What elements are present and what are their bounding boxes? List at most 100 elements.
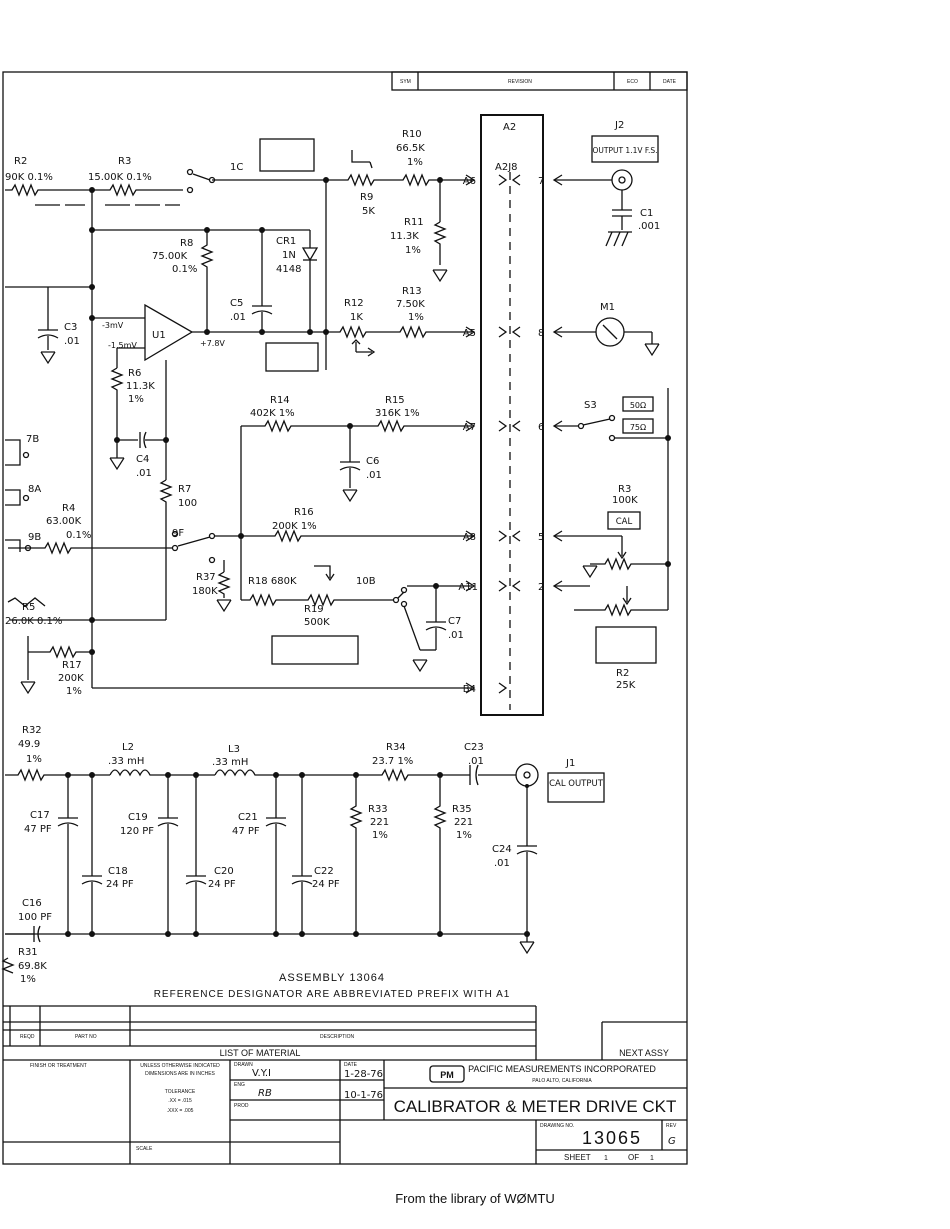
- s7b-label: 7B: [26, 434, 39, 445]
- r8-value: 75.00K: [152, 251, 188, 262]
- tb-reqd: REQD: [20, 1034, 35, 1040]
- s8a-label: 8A: [28, 484, 41, 495]
- tb-tol-xx: .XX = .015: [168, 1098, 192, 1104]
- tb-drawing-no: 13065: [582, 1128, 642, 1148]
- s3-75-box: [622, 418, 654, 434]
- rev-eco-label: ECO: [627, 79, 638, 85]
- r37-label: R37: [196, 572, 216, 583]
- tb-sheet-label: SHEET: [564, 1153, 591, 1162]
- r8-tol: 0.1%: [172, 264, 197, 275]
- r2-pot-value: 25K: [616, 680, 636, 691]
- r12-value: 1K: [350, 312, 363, 323]
- l2-label: L2: [122, 742, 134, 753]
- c19-label: C19: [128, 812, 148, 823]
- c17-value: 47 PF: [24, 824, 52, 835]
- pin-6: 6: [538, 422, 544, 433]
- s3-50-text: 50Ω: [630, 401, 646, 410]
- c23-value: .01: [468, 756, 484, 767]
- c22-value: 24 PF: [312, 879, 340, 890]
- r32-value: 49.9: [18, 739, 40, 750]
- l3-label: L3: [228, 744, 240, 755]
- s1c-label: 1C: [230, 162, 243, 173]
- r2-pot-label: R2: [616, 668, 629, 679]
- r15-value: 316K 1%: [375, 408, 420, 419]
- j1-cal-output-box: [547, 772, 605, 803]
- r17-label: R17: [62, 660, 82, 671]
- r9-value: 5K: [362, 206, 375, 217]
- c6-value: .01: [366, 470, 382, 481]
- c18-value: 24 PF: [106, 879, 134, 890]
- cal-output-box: [259, 138, 315, 172]
- pin-a6: A6: [463, 176, 476, 187]
- s9f-label: 9F: [172, 528, 184, 539]
- s9b-label: 9B: [28, 532, 41, 543]
- j2-label: J2: [614, 120, 624, 131]
- r35-tol: 1%: [456, 830, 472, 841]
- company-logo: PM: [440, 1070, 454, 1080]
- r2-value: 90K 0.1%: [5, 172, 53, 183]
- r9-label: R9: [360, 192, 373, 203]
- pin-8: 8: [538, 328, 544, 339]
- c21-value: 47 PF: [232, 826, 260, 837]
- r14-label: R14: [270, 395, 290, 406]
- r35-value: 221: [454, 817, 473, 828]
- r33-label: R33: [368, 804, 388, 815]
- pin-a8: A8: [463, 532, 476, 543]
- c4-value: .01: [136, 468, 152, 479]
- tb-title: CALIBRATOR & METER DRIVE CKT: [394, 1097, 677, 1116]
- c7-value: .01: [448, 630, 464, 641]
- r12-label: R12: [344, 298, 364, 309]
- c18-label: C18: [108, 866, 128, 877]
- r18-label: R18 680K: [248, 576, 297, 587]
- tb-part-no: PART NO: [75, 1034, 97, 1040]
- tb-tol-xxx: .XXX = .005: [167, 1108, 194, 1114]
- pin-a5: A5: [463, 328, 476, 339]
- r8-label: R8: [180, 238, 193, 249]
- r17-tol: 1%: [66, 686, 82, 697]
- c6-label: C6: [366, 456, 379, 467]
- r13-value: 7.50K: [396, 299, 425, 310]
- c17-label: C17: [30, 810, 50, 821]
- junction-dots: [65, 177, 671, 937]
- u1-pin-voltage-2: -1.5mV: [108, 341, 137, 350]
- pin-5: 5: [538, 532, 544, 543]
- r16-value: 200K 1%: [272, 521, 317, 532]
- c21-label: C21: [238, 812, 258, 823]
- r3-label: R3: [118, 156, 131, 167]
- c16-value: 100 PF: [18, 912, 52, 923]
- r14-value: 402K 1%: [250, 408, 295, 419]
- note-designator: REFERENCE DESIGNATOR ARE ABBREVIATED PRE…: [154, 989, 511, 1000]
- c19-value: 120 PF: [120, 826, 154, 837]
- j2-box-text: OUTPUT 1.1V F.S.: [592, 146, 657, 155]
- r16-label: R16: [294, 507, 314, 518]
- r34-value: 23.7 1%: [372, 756, 413, 767]
- tb-unless-1: UNLESS OTHERWISE INDICATED: [140, 1063, 220, 1069]
- tb-scale: SCALE: [136, 1146, 153, 1152]
- tb-company: PACIFIC MEASUREMENTS INCORPORATED: [468, 1064, 656, 1074]
- r35-label: R35: [452, 804, 472, 815]
- wiring: [1, 71, 688, 1165]
- cal-box-text: CAL: [616, 517, 633, 527]
- tb-prod-label: PROD: [234, 1103, 249, 1109]
- r11-tol: 1%: [405, 245, 421, 256]
- rev-revision-label: REVISION: [508, 79, 532, 85]
- rev-sym-label: SYM: [400, 79, 411, 85]
- r6-tol: 1%: [128, 394, 144, 405]
- tb-city: PALO ALTO, CALIFORNIA: [532, 1078, 592, 1084]
- pin-a7: A7: [463, 422, 476, 433]
- u1-output-voltage: +7.8V: [200, 339, 225, 348]
- tb-sheet-no: 1: [604, 1155, 608, 1162]
- c16-label: C16: [22, 898, 42, 909]
- c23-label: C23: [464, 742, 484, 753]
- tb-finish: FINISH OR TREATMENT: [30, 1063, 87, 1069]
- pin-2: 2: [538, 582, 544, 593]
- r37-value: 180K: [192, 586, 218, 597]
- u1-pin-voltage: -3mV: [102, 321, 124, 330]
- r6-value: 11.3K: [126, 381, 155, 392]
- cr1-value: 1N: [282, 250, 296, 261]
- r10-value: 66.5K: [396, 143, 425, 154]
- r32-label: R32: [22, 725, 42, 736]
- cal-box: [607, 511, 641, 530]
- c24-value: .01: [494, 858, 510, 869]
